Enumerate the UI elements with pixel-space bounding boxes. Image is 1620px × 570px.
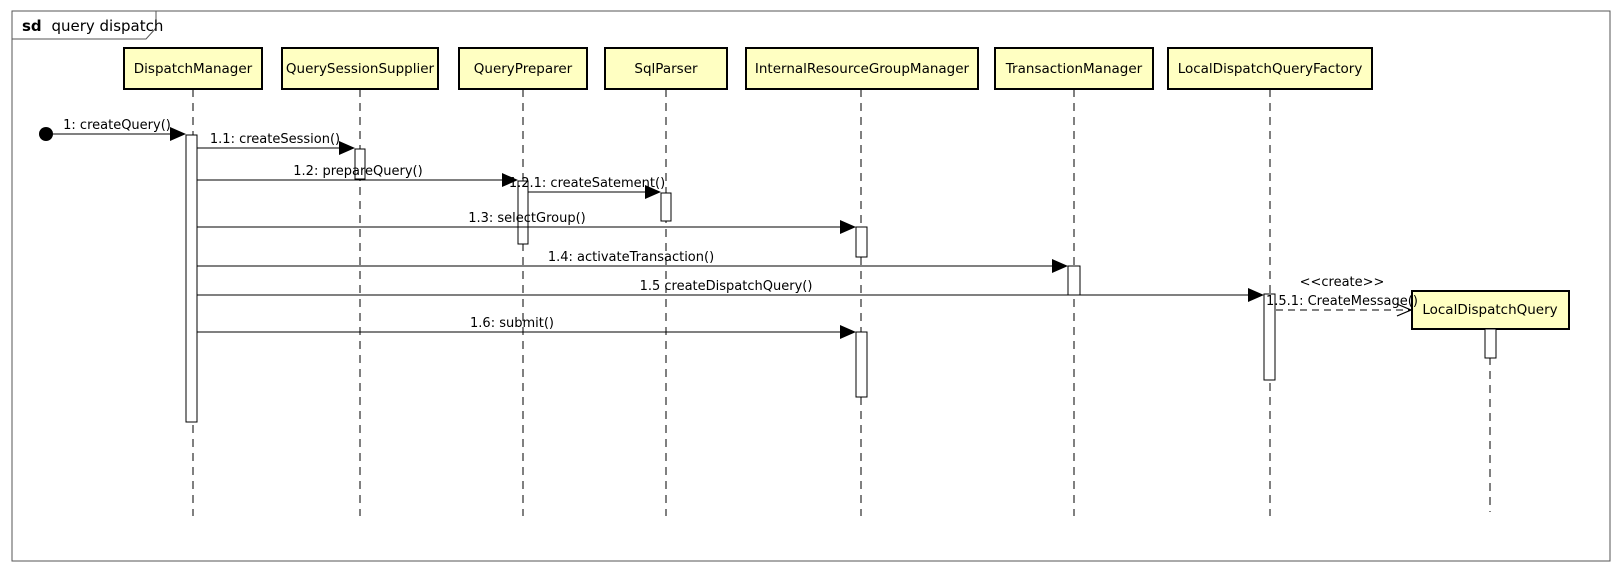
message-submit[interactable]: 1.6: submit() [197, 316, 856, 339]
lifeline-label: TransactionManager [1005, 61, 1143, 77]
lifeline-head[interactable] [458, 47, 588, 90]
frame-border [11, 10, 1611, 562]
lifeline-head[interactable] [994, 47, 1154, 90]
message-label: 1.4: activateTransaction() [548, 250, 714, 265]
lifeline-query-session-supplier[interactable]: QuerySessionSupplier [281, 47, 439, 516]
activation-query-preparer [517, 180, 529, 245]
frame-title: sd query dispatch [22, 17, 163, 35]
lifeline-internal-resource-group-manager[interactable]: InternalResourceGroupManager [745, 47, 979, 516]
message-label: 1.3: selectGroup() [468, 211, 586, 226]
frame-tab [11, 10, 157, 40]
lifeline-label: LocalDispatchQuery [1422, 302, 1557, 318]
lifeline-local-dispatch-query[interactable]: LocalDispatchQuery [1411, 290, 1570, 512]
lifeline-sql-parser[interactable]: SqlParser [604, 47, 728, 516]
message-select-group[interactable]: 1.3: selectGroup() [197, 211, 856, 234]
lifeline-head[interactable] [1167, 47, 1373, 90]
message-activate-transaction[interactable]: 1.4: activateTransaction() [197, 250, 1068, 273]
activation-resource-group-select [855, 226, 868, 258]
lifeline-label: LocalDispatchQueryFactory [1178, 61, 1363, 77]
lifeline-head[interactable] [1411, 290, 1570, 330]
message-create-satement[interactable]: 1.2.1: createSatement() [509, 176, 665, 199]
lifeline-label: SqlParser [634, 61, 698, 77]
message-label: 1.5 createDispatchQuery() [640, 279, 813, 294]
frame-name: query dispatch [51, 17, 163, 35]
message-prepare-query[interactable]: 1.2: prepareQuery() [197, 164, 518, 187]
activation-local-dispatch-query [1484, 328, 1497, 359]
message-label: 1.2.1: createSatement() [509, 176, 665, 191]
message-create-session[interactable]: 1.1: createSession() [197, 132, 355, 155]
lifeline-query-preparer[interactable]: QueryPreparer [458, 47, 588, 516]
activation-query-session-supplier [354, 148, 366, 180]
message-label: 1.6: submit() [470, 316, 554, 331]
frame-keyword: sd [22, 17, 42, 35]
activation-resource-group-submit [855, 331, 868, 398]
message-create-query[interactable]: 1: createQuery() [39, 118, 186, 141]
message-label: 1: createQuery() [63, 118, 171, 133]
lifeline-head[interactable] [281, 47, 439, 90]
lifeline-head[interactable] [123, 47, 263, 90]
message-label: 1.5.1: CreateMessage() [1266, 294, 1418, 309]
lifeline-head[interactable] [604, 47, 728, 90]
message-label: 1.2: prepareQuery() [293, 164, 422, 179]
lifeline-head[interactable] [745, 47, 979, 90]
lifeline-label: DispatchManager [134, 61, 253, 77]
lifeline-label: QuerySessionSupplier [286, 61, 435, 77]
lifeline-local-dispatch-query-factory[interactable]: LocalDispatchQueryFactory [1167, 47, 1373, 516]
message-label: 1.1: createSession() [210, 132, 340, 147]
message-create-dispatch-query[interactable]: 1.5 createDispatchQuery() [197, 279, 1264, 302]
activation-sql-parser [660, 192, 672, 222]
activation-transaction-manager [1067, 265, 1081, 296]
activation-dispatch-query-factory [1263, 293, 1276, 381]
message-create-message[interactable]: <<create>> 1.5.1: CreateMessage() [1266, 275, 1418, 310]
lifeline-label: QueryPreparer [474, 61, 573, 77]
activation-dispatch-manager [185, 134, 198, 423]
lifeline-label: InternalResourceGroupManager [755, 61, 970, 77]
lifeline-transaction-manager[interactable]: TransactionManager [994, 47, 1154, 516]
message-stereotype: <<create>> [1300, 275, 1385, 290]
